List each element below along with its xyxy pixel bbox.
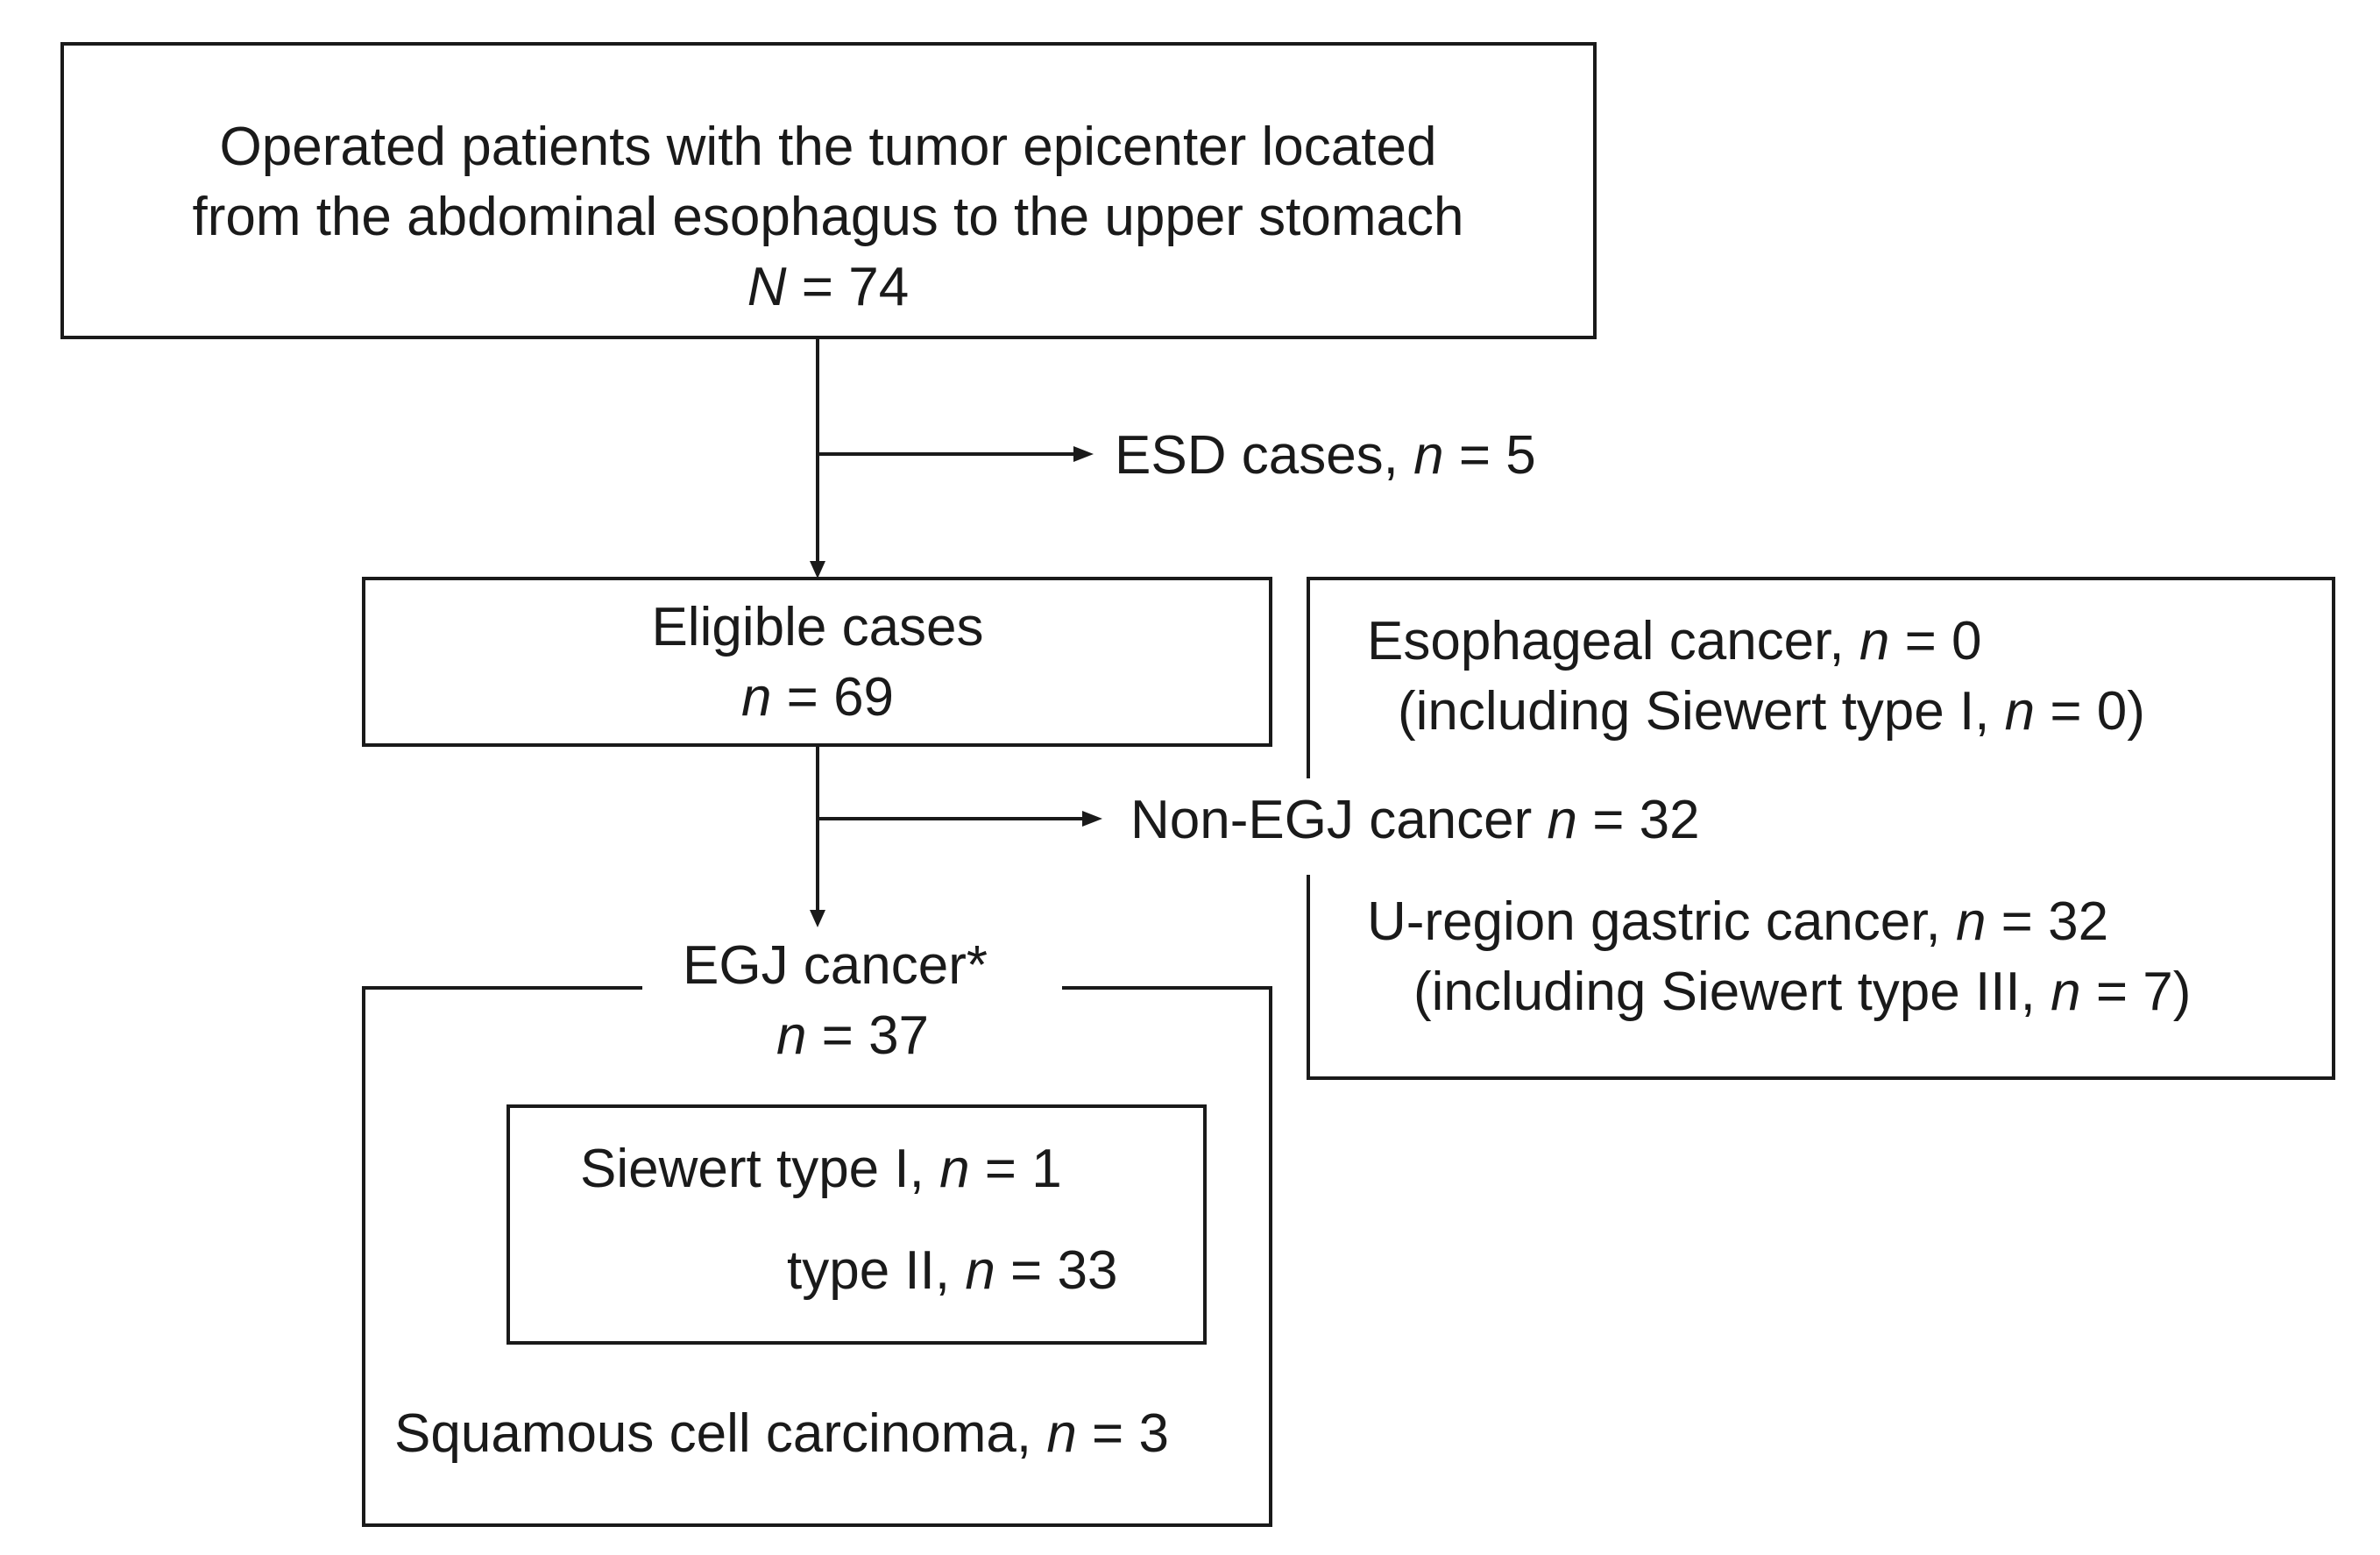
egj-n-value: = 37: [806, 1005, 929, 1066]
egj-cancer-box-border: [362, 986, 1272, 1527]
siewert-type1-n-value: = 1: [970, 1139, 1062, 1199]
egj-cancer-count: n = 37: [776, 1005, 929, 1066]
eligible-cases-box: [362, 577, 1272, 747]
eligible-cases-title: Eligible cases: [651, 597, 983, 657]
eligible-n-value: = 69: [771, 667, 894, 728]
esd-n-value: = 5: [1444, 425, 1536, 486]
operated-patients-line1: Operated patients with the tumor epicent…: [220, 117, 1437, 177]
u-region-n-value: = 32: [1986, 891, 2108, 952]
esophageal-cancer-text: Esophageal cancer,: [1367, 611, 1859, 671]
siewert-type2-label: type II, n = 33: [787, 1240, 1117, 1301]
squamous-n-value: = 3: [1077, 1403, 1169, 1464]
u-region-n-symbol: n: [1956, 891, 1986, 952]
esophageal-siewert-n-symbol: n: [2005, 681, 2035, 742]
siewert-type2-n-value: = 33: [995, 1240, 1118, 1301]
non-egj-n-value: = 32: [1577, 790, 1700, 850]
arrowhead-esd: [1073, 446, 1094, 462]
esophageal-siewert-n-value: = 0): [2035, 681, 2145, 742]
operated-patients-line2: from the abdominal esophagus to the uppe…: [192, 187, 1463, 247]
eligible-cases-count: n = 69: [741, 667, 894, 728]
esophageal-n-value: = 0: [1889, 611, 1981, 671]
non-egj-cancer-text: Non-EGJ cancer: [1130, 790, 1548, 850]
non-egj-n-symbol: n: [1548, 790, 1577, 850]
esophageal-siewert-text: (including Siewert type I,: [1398, 681, 2005, 742]
operated-patients-box: [60, 42, 1597, 339]
operated-patients-n-value: = 74: [787, 257, 910, 317]
non-egj-label-backdrop: [1113, 778, 1770, 875]
eligible-n-symbol: n: [741, 667, 771, 728]
siewert-type1-n-symbol: n: [939, 1139, 969, 1199]
esd-cases-text: ESD cases,: [1115, 425, 1413, 486]
siewert-type2-n-symbol: n: [965, 1240, 995, 1301]
u-region-cancer-label: U-region gastric cancer, n = 32: [1367, 891, 2108, 952]
esophageal-siewert-note: (including Siewert type I, n = 0): [1398, 681, 2145, 742]
squamous-cell-carcinoma-label: Squamous cell carcinoma, n = 3: [394, 1403, 1169, 1464]
egj-cancer-title: EGJ cancer*: [683, 935, 988, 996]
squamous-cell-carcinoma-text: Squamous cell carcinoma,: [394, 1403, 1046, 1464]
esophageal-n-symbol: n: [1859, 611, 1889, 671]
siewert-type1-text: Siewert type I,: [580, 1139, 939, 1199]
u-region-siewert-text: (including Siewert type III,: [1413, 962, 2051, 1022]
non-egj-cancer-label: Non-EGJ cancer n = 32: [1130, 790, 1700, 850]
esophageal-cancer-label: Esophageal cancer, n = 0: [1367, 611, 1981, 671]
operated-patients-n-symbol: N: [747, 257, 787, 317]
egj-n-symbol: n: [776, 1005, 806, 1066]
arrowhead-eligible: [810, 561, 825, 579]
siewert-type1-label: Siewert type I, n = 1: [580, 1139, 1062, 1199]
u-region-siewert-note: (including Siewert type III, n = 7): [1413, 962, 2191, 1022]
arrowhead-non-egj: [1082, 811, 1102, 827]
operated-patients-count: N = 74: [747, 257, 909, 317]
u-region-siewert-n-symbol: n: [2051, 962, 2080, 1022]
squamous-n-symbol: n: [1046, 1403, 1076, 1464]
siewert-type2-text: type II,: [787, 1240, 965, 1301]
arrowhead-egj: [810, 910, 825, 927]
siewert-types-box: [506, 1104, 1207, 1345]
u-region-siewert-n-value: = 7): [2081, 962, 2192, 1022]
esd-cases-label: ESD cases, n = 5: [1115, 425, 1536, 486]
esd-n-symbol: n: [1413, 425, 1443, 486]
u-region-cancer-text: U-region gastric cancer,: [1367, 891, 1956, 952]
